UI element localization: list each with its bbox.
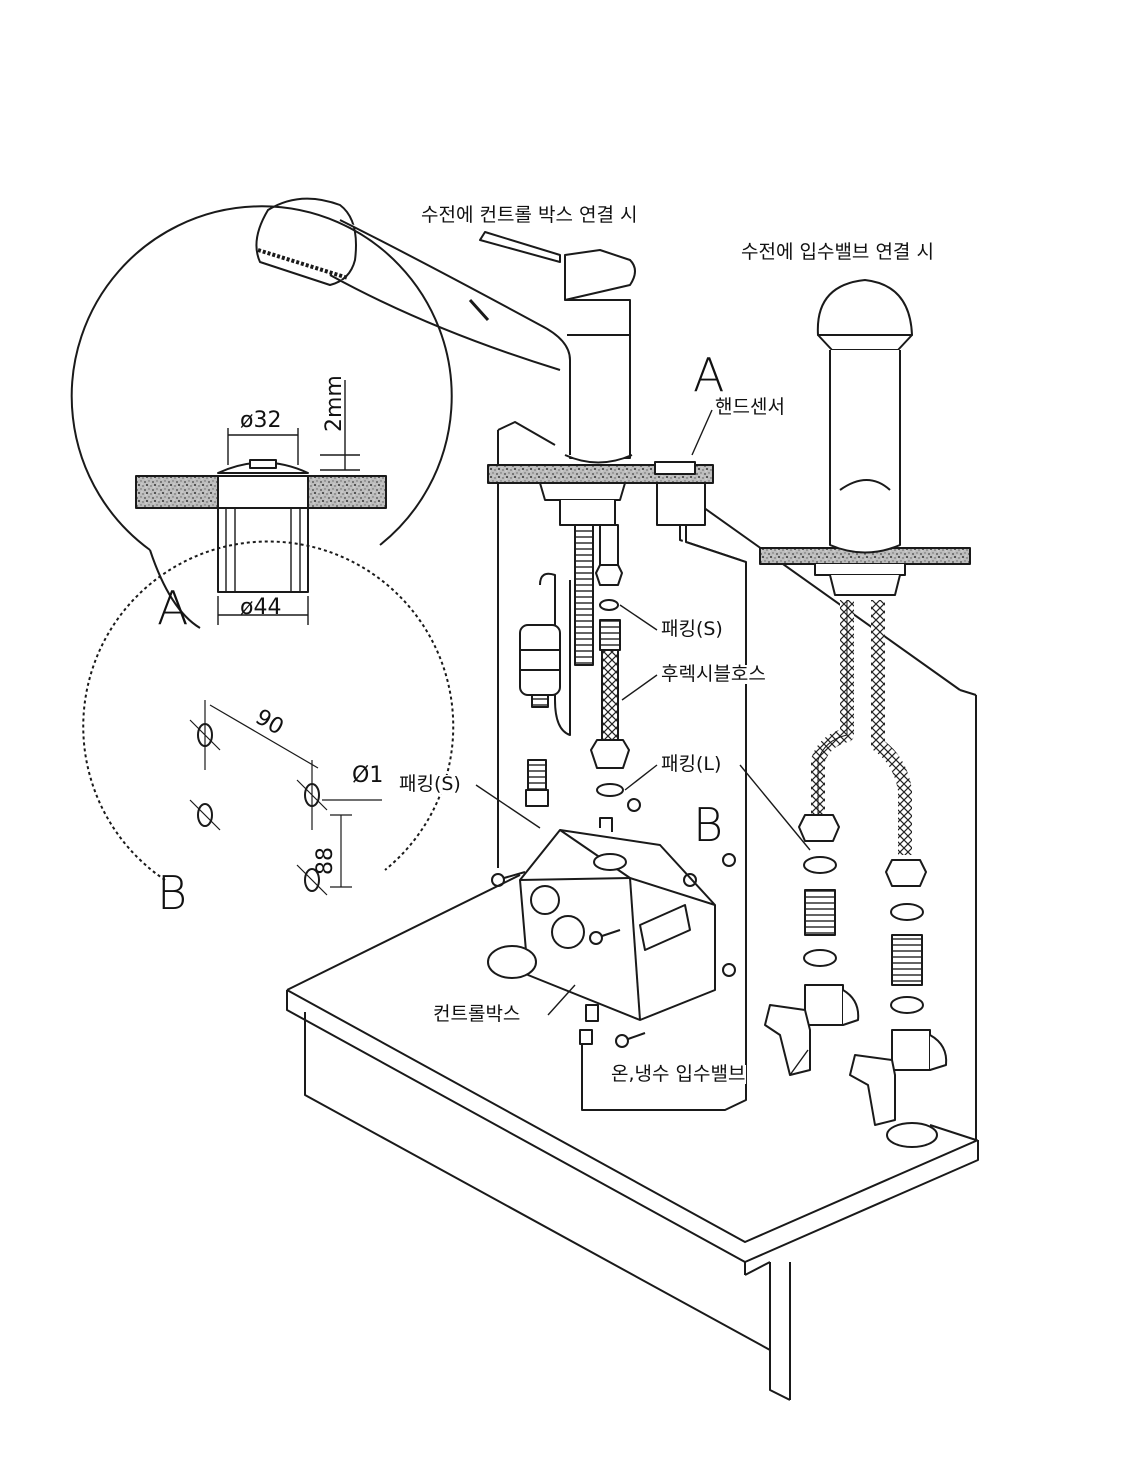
marker-a-detail: A — [157, 581, 189, 635]
dim-b-hole-dia: Ø1 — [352, 763, 384, 788]
flexible-hose-center — [590, 524, 630, 797]
detail-b-holes — [189, 700, 382, 896]
back-wall — [497, 421, 977, 1141]
label-hot-cold-valve: 온,냉수 입수밸브 — [610, 1063, 747, 1085]
dim-a-dia-bottom: ø44 — [240, 595, 282, 620]
label-packing-s-left: 패킹(S) — [398, 773, 462, 795]
screws — [491, 798, 736, 1048]
marker-a-main: A — [693, 348, 725, 402]
control-box-unit — [487, 817, 716, 1045]
label-control-box: 컨트롤박스 — [432, 1003, 522, 1025]
dim-a-height: 2mm — [322, 375, 347, 432]
faucet-hose — [519, 524, 594, 807]
angle-valves — [764, 984, 948, 1148]
title-valve-connection: 수전에 입수밸브 연결 시 — [740, 241, 935, 263]
dim-b-spacing-v: 88 — [313, 847, 338, 875]
label-hand-sensor: 핸드센서 — [714, 396, 786, 418]
marker-b-detail: B — [157, 866, 188, 920]
title-control-box-connection: 수전에 컨트롤 박스 연결 시 — [420, 204, 639, 226]
dim-a-dia-top: ø32 — [240, 408, 282, 433]
label-packing-l: 패킹(L) — [660, 753, 723, 775]
right-braided-hoses — [811, 600, 912, 855]
right-faucet — [814, 279, 913, 596]
label-flexible-hose: 후렉시블호스 — [660, 663, 767, 685]
leader-lines — [475, 409, 811, 1076]
detail-b-circle — [82, 540, 455, 881]
marker-b-main: B — [693, 798, 724, 852]
pullout-faucet — [255, 197, 636, 526]
right-fittings — [798, 814, 927, 1014]
label-packing-s-right: 패킹(S) — [660, 618, 724, 640]
cabinet-base — [286, 874, 979, 1401]
detail-a-circle — [70, 205, 453, 629]
